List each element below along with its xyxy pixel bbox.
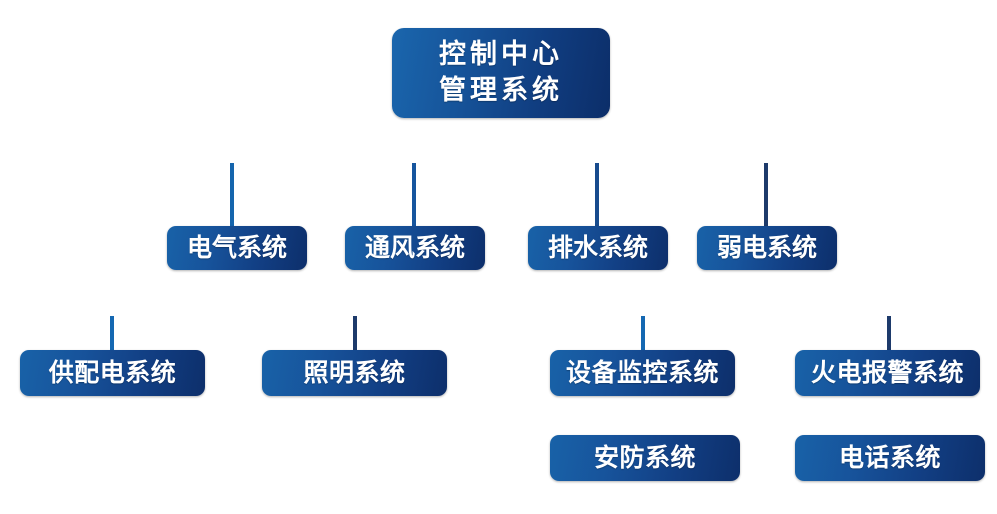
node-label-telephone: 电话系统 xyxy=(838,442,941,472)
node-power-distribution[interactable]: 供配电系统 xyxy=(20,350,205,396)
node-label-weak-current: 弱电系统 xyxy=(716,232,817,262)
node-label-fire-alarm: 火电报警系统 xyxy=(810,357,964,387)
node-control-center[interactable]: 控制中心 管理系统 xyxy=(392,28,610,118)
node-label-electrical: 电气系统 xyxy=(186,232,287,262)
node-label-power-distribution: 供配电系统 xyxy=(48,357,177,387)
node-ventilation[interactable]: 通风系统 xyxy=(345,226,485,270)
node-fire-alarm[interactable]: 火电报警系统 xyxy=(795,350,980,396)
node-telephone[interactable]: 电话系统 xyxy=(795,435,985,481)
node-label-control-center: 控制中心 管理系统 xyxy=(439,38,563,106)
node-electrical[interactable]: 电气系统 xyxy=(167,226,307,270)
node-security[interactable]: 安防系统 xyxy=(550,435,740,481)
node-label-security: 安防系统 xyxy=(593,442,696,472)
node-lighting[interactable]: 照明系统 xyxy=(262,350,447,396)
node-equipment-monitoring[interactable]: 设备监控系统 xyxy=(550,350,735,396)
node-label-ventilation: 通风系统 xyxy=(364,232,465,262)
node-label-lighting: 照明系统 xyxy=(303,357,406,387)
node-drainage[interactable]: 排水系统 xyxy=(528,226,668,270)
node-label-drainage: 排水系统 xyxy=(547,232,648,262)
node-label-equipment-monitoring: 设备监控系统 xyxy=(565,357,719,387)
node-weak-current[interactable]: 弱电系统 xyxy=(697,226,837,270)
